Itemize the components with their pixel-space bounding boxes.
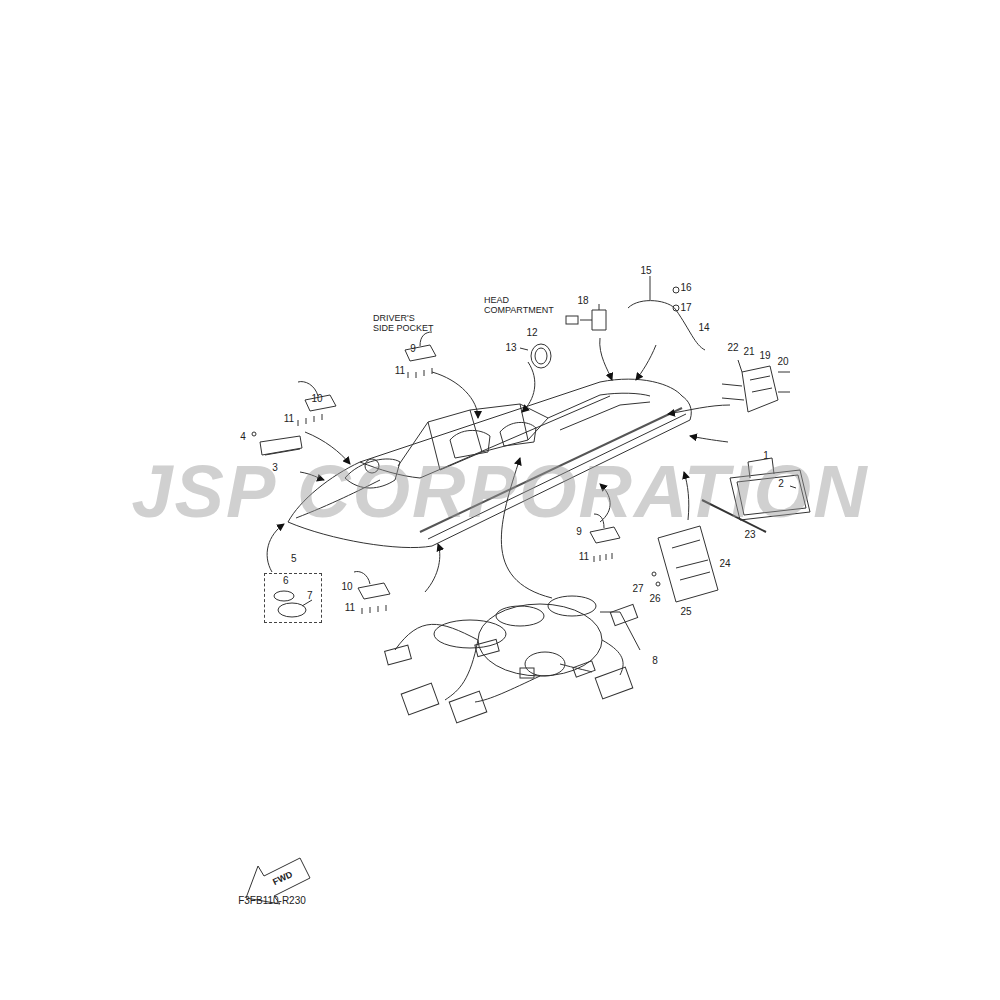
callout-number: 4 [240,431,246,442]
callout-number: 12 [526,327,537,338]
dashed-group-box: 567 [264,573,322,623]
callout-number: 5 [291,554,297,564]
callout-number: 27 [632,583,643,594]
part-label: FWD [272,870,295,888]
callout-number: 11 [284,413,294,424]
part-label: HEAD COMPARTMENT [484,296,562,316]
callout-number: 17 [680,302,691,313]
callout-number: 9 [410,343,416,354]
callout-number: 21 [743,346,754,357]
callout-number: 25 [680,606,691,617]
callout-number: 20 [777,356,788,367]
callout-number: 11 [579,551,589,562]
callout-number: 16 [680,282,691,293]
callout-number: 15 [640,265,651,276]
callout-number: 13 [505,342,516,353]
callout-number: 6 [283,576,289,586]
part-label: F3FB110-R230 [238,895,306,906]
callout-number: 19 [759,350,770,361]
callout-number: 11 [395,365,405,376]
part-label: DRIVER'S SIDE POCKET [373,314,437,334]
callout-number: 10 [311,393,322,404]
callout-number: 18 [577,295,588,306]
callout-number: 8 [652,655,658,666]
callout-number: 22 [727,342,738,353]
callout-number: 7 [307,591,313,601]
callout-number: 10 [341,581,352,592]
callout-number: 11 [345,602,355,613]
callout-number: 24 [719,558,730,569]
callout-number: 26 [649,593,660,604]
callout-number: 14 [698,322,709,333]
watermark: JSP CORPORATION [131,451,868,532]
